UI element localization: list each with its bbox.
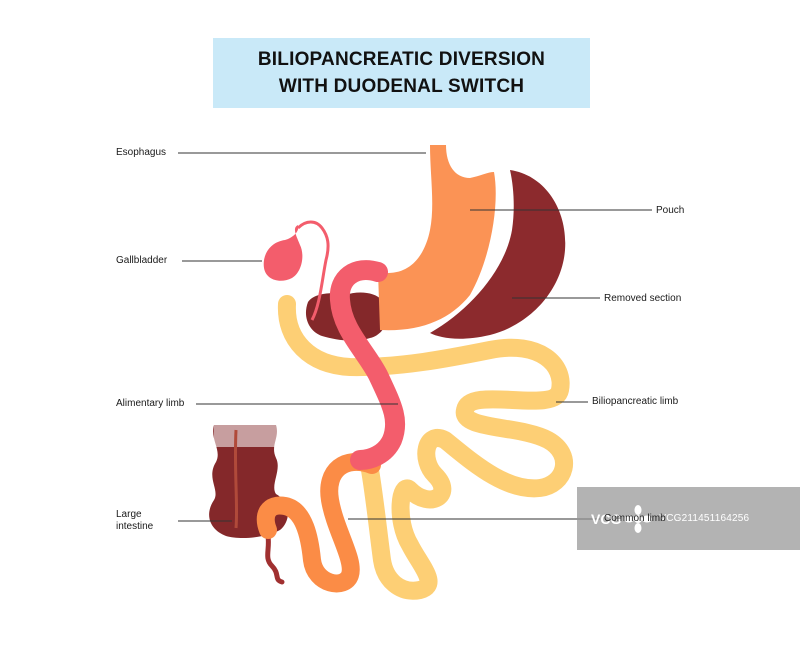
label-esophagus: Esophagus <box>116 147 167 158</box>
label-large-intestine-line-2: intestine <box>116 521 154 532</box>
label-biliopancreatic-limb: Biliopancreatic limb <box>592 396 679 407</box>
label-large-intestine-line-1: Large <box>116 509 142 520</box>
label-gallbladder: Gallbladder <box>116 255 168 266</box>
watermark-brand: VCG <box>591 510 622 527</box>
watermark-logo: VCG <box>591 504 653 534</box>
label-alimentary-limb: Alimentary limb <box>116 398 185 409</box>
alimentary-limb-shape <box>329 260 406 470</box>
flower-icon <box>624 504 653 533</box>
gallbladder-shape <box>263 220 330 321</box>
title-box: BILIOPANCREATIC DIVERSION WITH DUODENAL … <box>213 38 590 108</box>
watermark: VCG VCG211451164256 <box>577 487 800 550</box>
title-line-2: WITH DUODENAL SWITCH <box>278 76 525 97</box>
label-common-limb: Common limb <box>604 513 666 524</box>
pouch-shape <box>378 145 496 331</box>
label-pouch: Pouch <box>656 205 685 216</box>
leader-lines <box>178 152 652 522</box>
label-removed-section: Removed section <box>604 293 682 304</box>
removed-section-shape <box>430 170 566 339</box>
biliopancreatic-limb-shape <box>277 295 574 600</box>
watermark-code: VCG211451164256 <box>659 513 750 524</box>
title-line-1: BILIOPANCREATIC DIVERSION <box>257 49 546 70</box>
common-limb-shape <box>256 452 381 593</box>
